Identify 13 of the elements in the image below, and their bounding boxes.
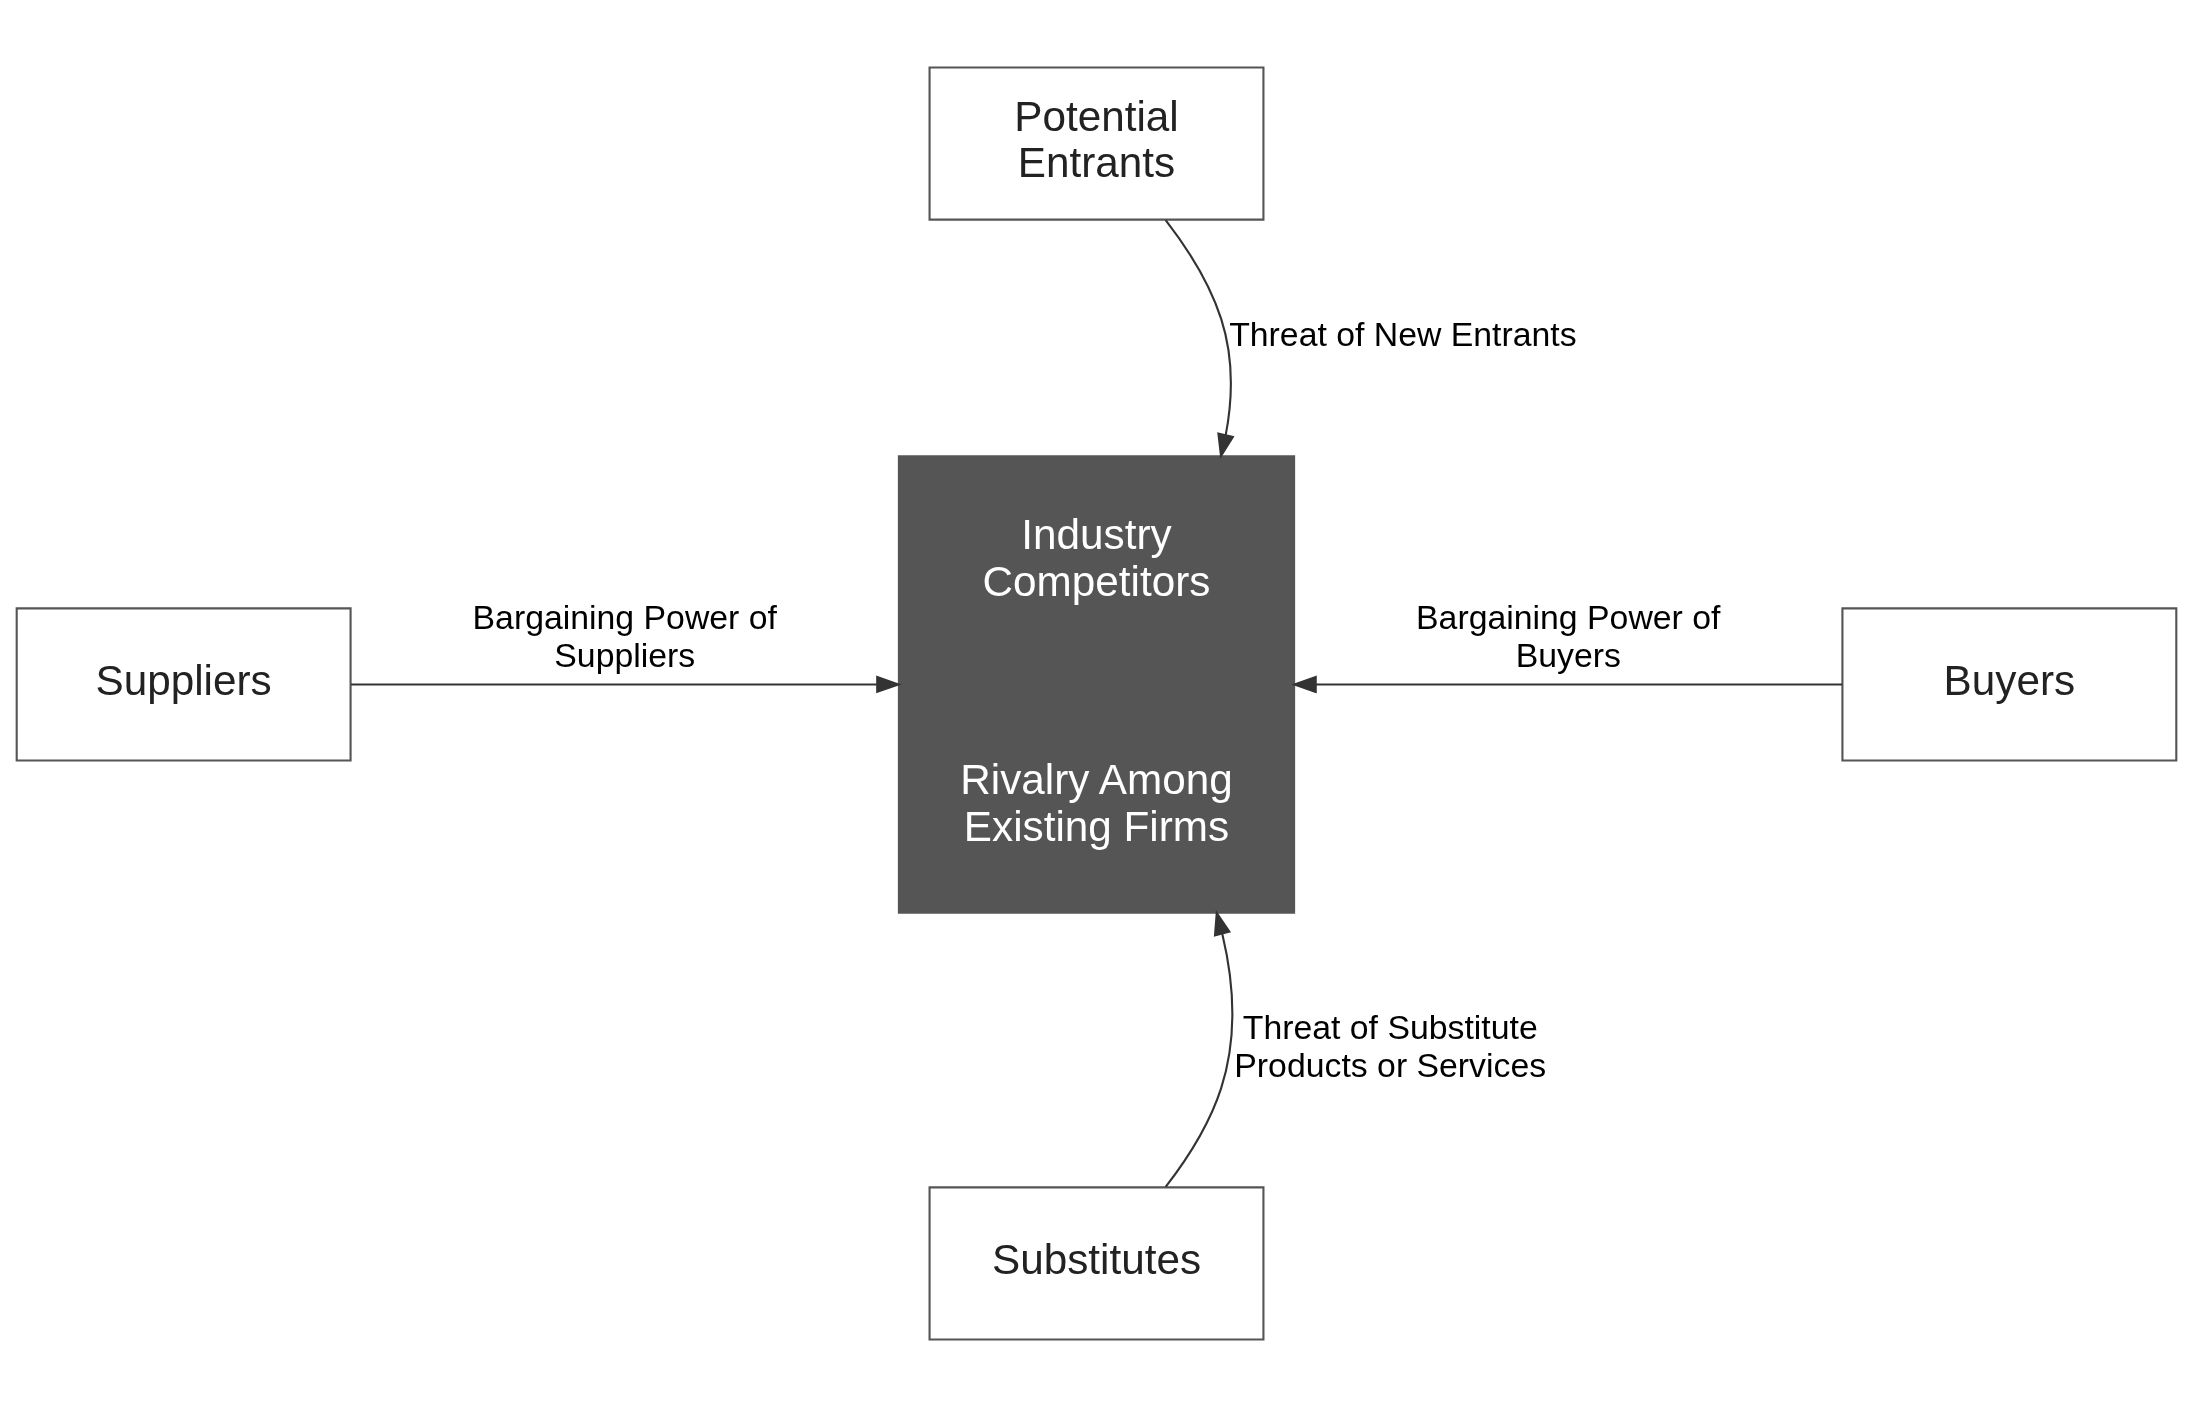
arrow [1164, 218, 1235, 459]
edge-label: Bargaining Power of Buyers [1416, 597, 1721, 674]
edge-label: Threat of New Entrants [1229, 314, 1577, 353]
arrow [1291, 675, 1843, 693]
arrow [351, 675, 902, 693]
node-box: Industry Competitors Rivalry Among Existing Firms [897, 454, 1296, 914]
edge-label: Bargaining Power of Suppliers [472, 597, 777, 674]
arrow [1164, 909, 1234, 1188]
node-box: Substitutes [928, 1185, 1265, 1341]
node-box: Suppliers [15, 606, 352, 762]
node-box: Buyers [1841, 606, 2178, 762]
node-box: Potential Entrants [928, 65, 1265, 221]
edge-label: Threat of Substitute Products or Services [1234, 1007, 1547, 1084]
